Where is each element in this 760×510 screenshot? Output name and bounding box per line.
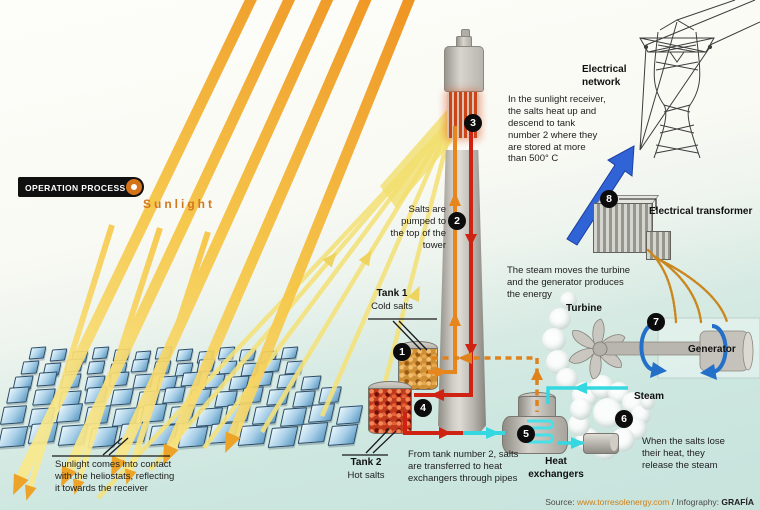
pylon-icon <box>639 0 760 159</box>
sunlight-label: Sunlight <box>143 197 215 211</box>
step-badge-1: 1 <box>393 343 411 361</box>
step-badge-8: 8 <box>600 190 618 208</box>
annotation-salts-lose-heat: When the salts lose their heat, they rel… <box>642 436 725 471</box>
tank2-out-pipe <box>403 412 463 435</box>
infography-label: Infography: <box>676 497 720 507</box>
tank2-label: Tank 2 <box>350 457 382 468</box>
cyan-arrows <box>486 382 587 449</box>
ribbon-label: OPERATION PROCESS <box>25 183 126 193</box>
annotation-from-tank2: From tank number 2, salts are transferre… <box>408 449 519 484</box>
tank2-label-group: Tank 2 Hot salts <box>338 457 394 481</box>
step-badge-5: 5 <box>517 425 535 443</box>
annotation-steam-moves: The steam moves the turbine and the gene… <box>507 265 631 300</box>
source-separator: / <box>671 497 675 507</box>
salt-return-dashed <box>432 356 539 412</box>
step-badge-3: 3 <box>464 114 482 132</box>
leader-lines <box>52 198 657 457</box>
coil-wires <box>646 248 729 324</box>
heat-exchangers-label: Heat exchangers <box>528 456 584 480</box>
tank1-label: Tank 1 <box>376 288 408 299</box>
step-badge-4: 4 <box>414 399 432 417</box>
dashed-arrows <box>458 352 543 380</box>
source-url-link[interactable]: www.torresolenergy.com <box>576 497 670 507</box>
tank1-label-group: Tank 1 Cold salts <box>362 288 422 312</box>
steam-label: Steam <box>634 391 665 402</box>
ribbon-dot-icon <box>126 179 142 195</box>
transformer-body <box>593 203 653 253</box>
cold-salt-arrows <box>435 192 461 378</box>
turbine-hub <box>592 341 608 357</box>
generator-end <box>742 331 754 371</box>
source-credit: Source: www.torresolenergy.com / Infogra… <box>545 497 754 507</box>
sun-ray-arrows <box>13 431 241 501</box>
step-badge-6: 6 <box>615 410 633 428</box>
source-prefix: Source: <box>545 497 575 507</box>
step-badge-2: 2 <box>448 212 466 230</box>
reflected-beam-wide <box>380 104 452 208</box>
tower <box>438 150 486 434</box>
annotation-heliostats: Sunlight comes into contact with the hel… <box>55 459 175 494</box>
hot-salt-pipe <box>414 128 473 397</box>
rotation-arrowhead <box>700 364 717 380</box>
condenser-end <box>610 434 618 451</box>
steam-pipe <box>546 386 628 404</box>
hot-salt-arrows <box>430 234 477 439</box>
electrical-transformer-label: Electrical transformer <box>649 206 753 217</box>
operation-process-ribbon: OPERATION PROCESS <box>18 177 144 197</box>
annotation-pumped: Salts are pumped to the top of the tower <box>390 204 446 251</box>
reflected-beam-arrows <box>322 250 420 302</box>
electrical-network-label: Electrical network <box>582 64 627 88</box>
generator-label: Generator <box>688 344 736 355</box>
step-badge-7: 7 <box>647 313 665 331</box>
rotation-arrowhead <box>650 362 667 378</box>
receiver-cap <box>444 46 484 92</box>
tank1-sublabel: Cold salts <box>371 300 413 312</box>
tank2-sublabel: Hot salts <box>347 469 385 481</box>
turbine-label: Turbine <box>566 303 602 314</box>
annotation-receiver: In the sunlight receiver, the salts heat… <box>508 94 606 165</box>
sun-rays <box>15 0 415 489</box>
infography-credit: GRAFÍA <box>721 497 754 507</box>
